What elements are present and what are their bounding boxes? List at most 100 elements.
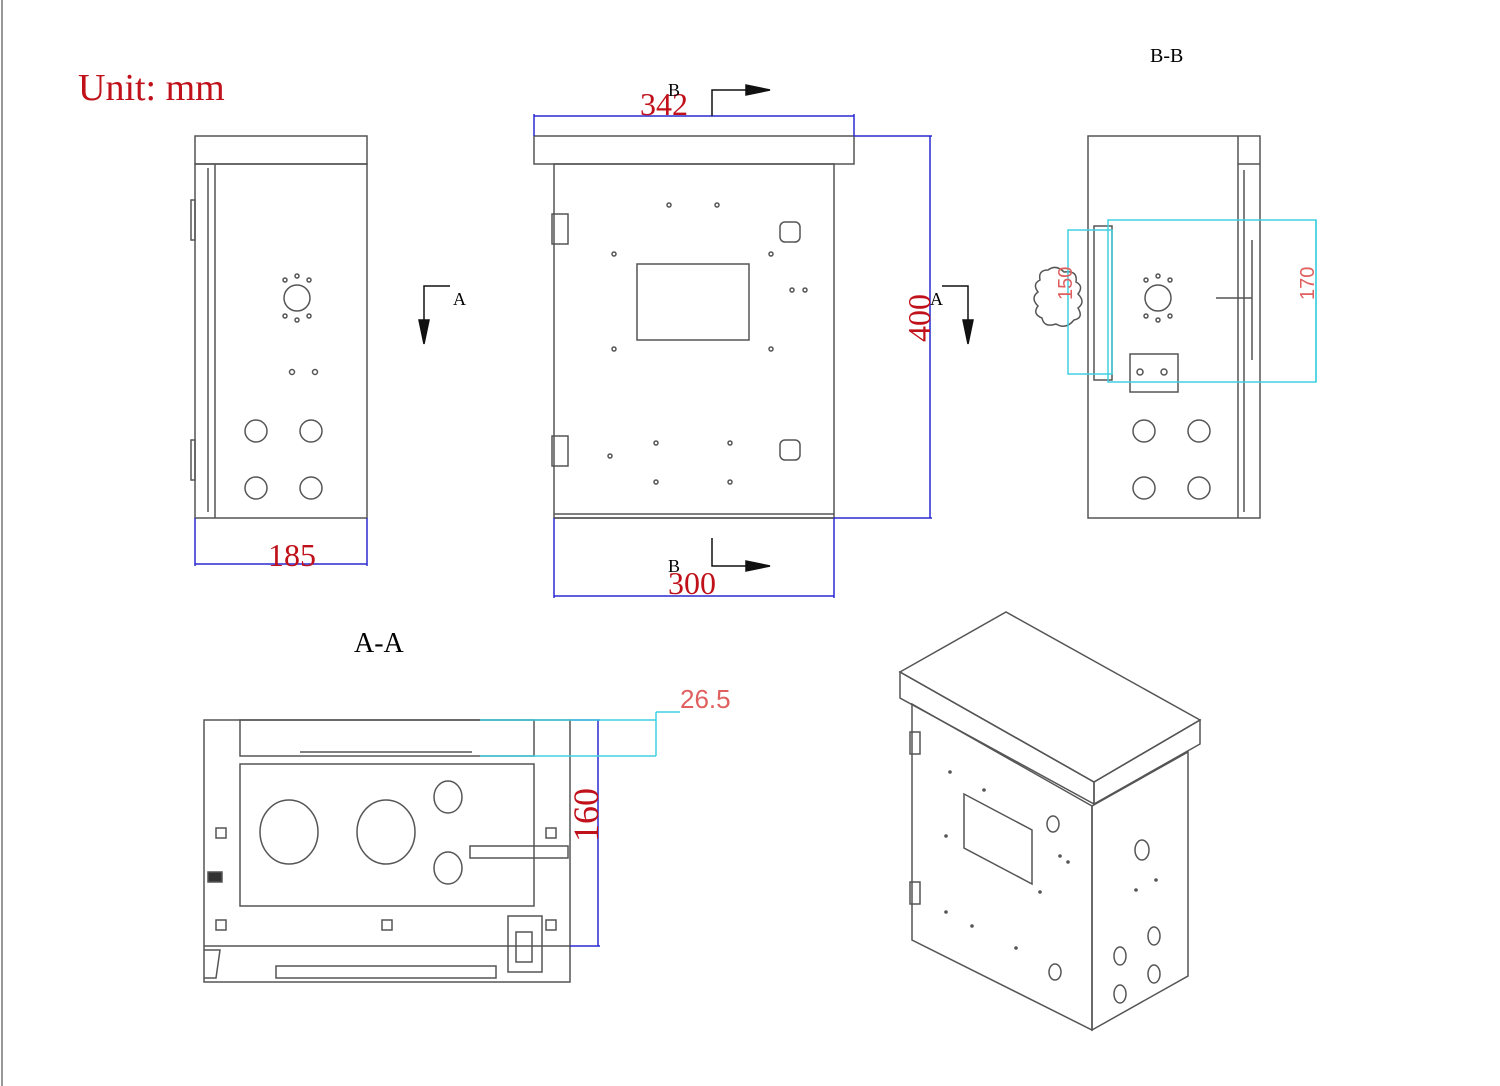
iso-gland-hole [1134,839,1150,861]
iso-hole [944,834,948,838]
section-mark-a-right [942,285,974,345]
bb-bolt [1167,313,1173,319]
section-line [711,89,752,116]
side-gland-hole [283,284,311,312]
bb-bolt [1155,273,1161,279]
aa-large-hole [356,799,416,865]
front-hole [666,202,672,208]
dim-front-bottom [553,518,835,598]
dim-side-width-label: 185 [268,537,316,573]
front-hole [727,440,733,446]
dim-front-height [834,135,932,519]
bb-mount-plate [1093,225,1113,381]
bb-body [1087,135,1261,519]
side-hinge-bottom [190,439,196,481]
dim-front-height-label: 400 [901,294,937,342]
section-bb-title: B-B [1150,45,1183,67]
side-small-hole [311,368,319,376]
section-line [711,538,752,567]
side-cable-hole [244,476,268,500]
iso-hole [1134,888,1138,892]
front-hole [611,346,617,352]
dim-aa-offset [480,711,680,757]
front-lock [779,221,801,243]
dim-aa-offset-label: 26.5 [680,684,731,714]
dim-bb-outer-box [1107,219,1317,383]
side-body [194,163,368,519]
section-mark-a-left [418,285,450,345]
section-line [423,285,450,326]
bb-din-bracket [1129,353,1179,393]
front-hinge-top [551,213,569,245]
dim-aa-depth-label: 160 [566,788,606,842]
bb-bolt [1143,313,1149,319]
isometric-view [898,611,1202,1032]
dim-front-bottom-label: 300 [668,565,716,601]
iso-hole [1154,878,1158,882]
iso-side-face [1091,750,1189,1032]
front-hole [802,287,808,293]
section-mark-b-top [711,84,771,116]
side-bolt [306,277,312,283]
dim-bb-inner-box [1067,229,1113,375]
front-hole [768,251,774,257]
bb-roof-edge [1237,136,1260,165]
bb-bolt [1143,277,1149,283]
iso-window [963,792,1033,886]
section-arrow [418,319,430,345]
side-small-hole [288,368,296,376]
aa-small-hole [433,780,463,814]
iso-roof-side [1093,718,1201,806]
front-body [553,163,835,519]
dim-bb-outer-label: 170 [1297,267,1319,300]
bb-cable-hole [1187,476,1211,500]
front-hole [789,287,795,293]
iso-holes [944,770,1158,950]
front-window [636,263,750,341]
front-hole [607,453,613,459]
dim-bb-inner-label: 150 [1055,267,1077,300]
bb-bracket-hole [1160,368,1168,376]
bb-gland-hole [1144,284,1172,312]
front-hinge-bottom [551,435,569,467]
side-bolt [306,313,312,319]
section-arrow [745,84,771,96]
section-bb-view [1087,135,1261,519]
iso-hinge [909,731,921,755]
aa-latch [507,915,543,973]
side-bolt [282,277,288,283]
front-hole [714,202,720,208]
aa-latch-inner [515,931,533,963]
iso-cable-hole [1147,964,1161,984]
iso-hole [970,924,974,928]
bb-cable-hole [1132,476,1156,500]
aa-stud [381,919,393,931]
aa-stud [545,827,557,839]
dim-bb-cyan [1067,219,1317,383]
section-mark-a-left-label: A [453,289,466,309]
iso-hole [1058,854,1062,858]
aa-hinge [207,871,223,883]
section-mark-a-right-label: A [930,289,943,309]
aa-stud [545,919,557,931]
side-cable-hole [244,419,268,443]
section-aa-view [203,719,571,983]
dim-front-top-label: 342 [640,86,688,122]
iso-cable-hole [1113,946,1127,966]
bb-cable-hole [1132,419,1156,443]
side-bolt [282,313,288,319]
aa-outer [203,719,571,983]
aa-base-channel [275,965,497,979]
front-view [533,135,855,519]
unit-label: Unit: mm [78,67,225,109]
aa-small-hole [433,851,463,885]
front-hole [611,251,617,257]
iso-hole [944,910,948,914]
side-roof [194,135,368,165]
iso-hole [1066,860,1070,864]
iso-roof-front [899,670,1095,806]
side-view [190,135,368,519]
bb-bolt [1167,277,1173,283]
iso-lock [1046,815,1060,833]
front-hole [653,440,659,446]
